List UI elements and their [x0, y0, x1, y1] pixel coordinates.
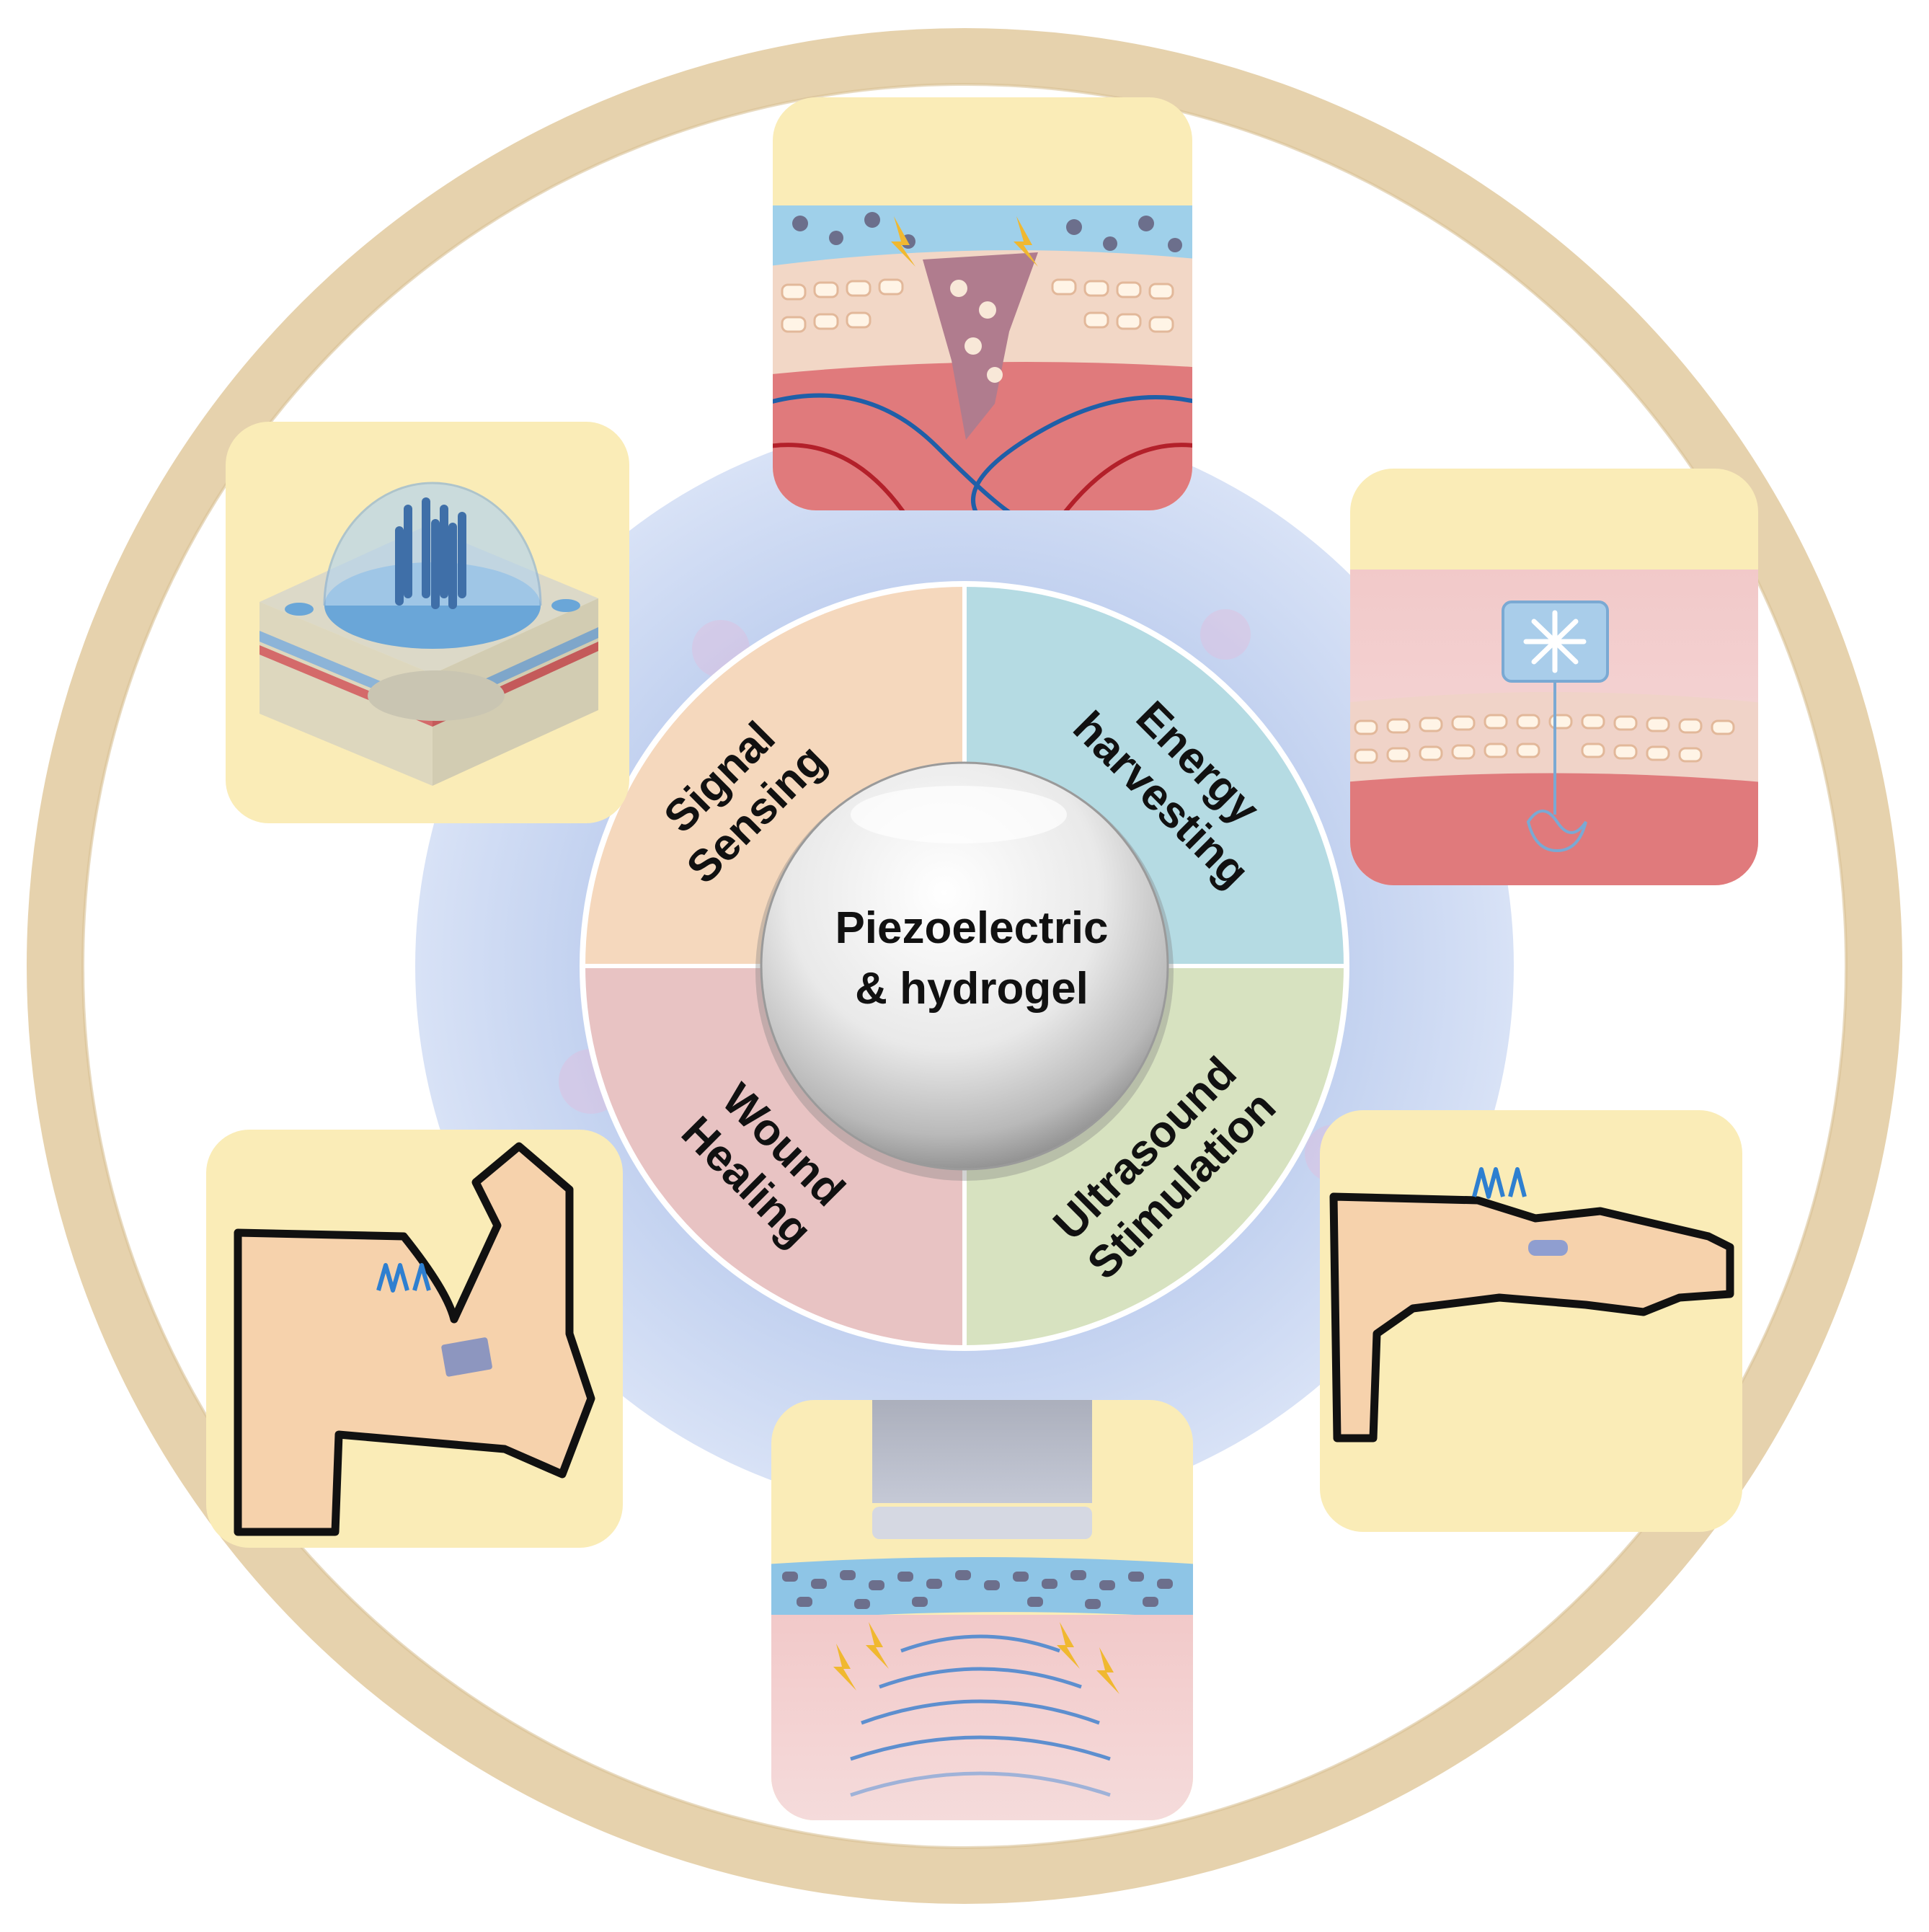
- center-sphere: [760, 761, 1169, 1171]
- panel-lower-left: [206, 1130, 623, 1548]
- piezo-device-icon: [260, 482, 598, 786]
- ultrasound-probe-icon: [771, 1400, 1193, 1820]
- outstretched-arm-icon: [1329, 1167, 1734, 1443]
- center-title-line2: & hydrogel: [855, 964, 1088, 1014]
- panel-bottom: [771, 1400, 1193, 1820]
- sphere-highlight: [851, 786, 1067, 843]
- implant-tissue-icon: [1350, 570, 1758, 885]
- panel-upper-right: [1350, 469, 1758, 885]
- flexed-arm-icon: [234, 1142, 595, 1536]
- panel-upper-left: [226, 422, 629, 823]
- wound-tissue-icon: [773, 205, 1192, 510]
- panel-top: [773, 97, 1192, 510]
- panel-lower-right: [1320, 1110, 1742, 1532]
- outer-ring-inner-line: [81, 83, 1848, 1849]
- center-title-line1: Piezoelectric: [835, 903, 1108, 953]
- outer-ring: [27, 28, 1902, 1904]
